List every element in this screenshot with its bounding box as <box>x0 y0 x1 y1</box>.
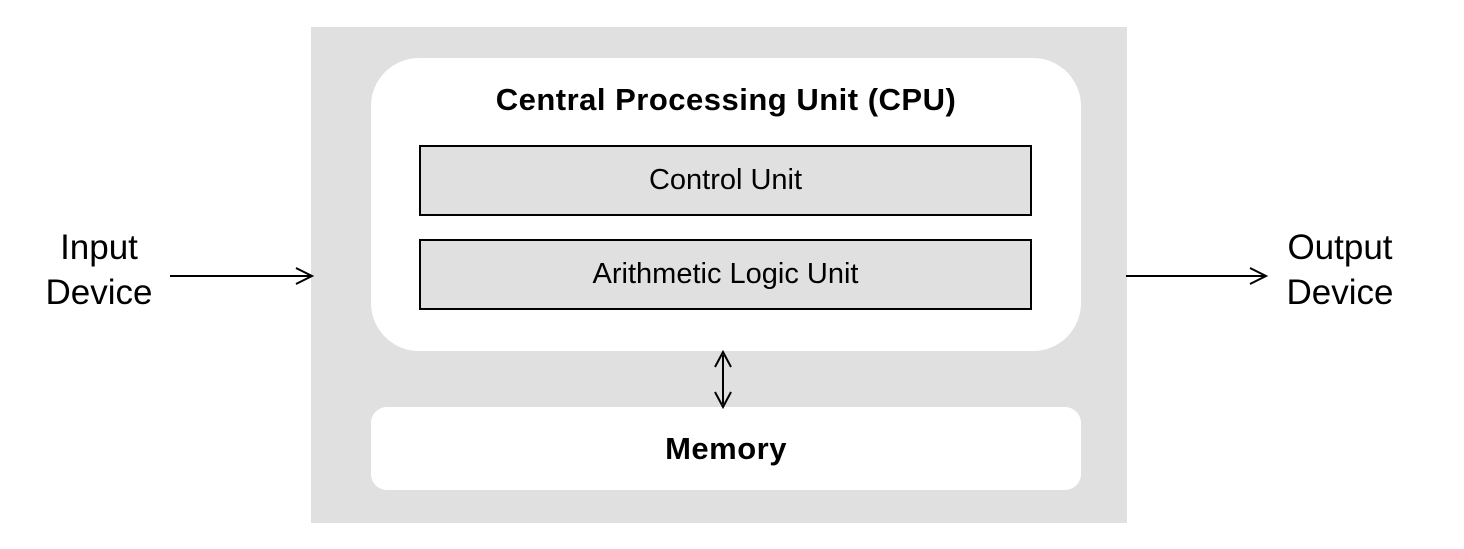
control-unit-label: Control Unit <box>648 164 803 196</box>
arithmetic-logic-unit-label: Arithmetic Logic Unit <box>592 258 859 290</box>
arithmetic-logic-unit-box: Arithmetic Logic Unit <box>419 239 1032 310</box>
cpu-title: Central Processing Unit (CPU) <box>495 82 957 117</box>
memory-label: Memory <box>665 430 787 466</box>
input-to-system-arrow <box>170 267 315 285</box>
output-device-label: Output Device <box>1286 228 1394 312</box>
input-device-label: Input Device <box>45 228 153 312</box>
memory-box: Memory <box>371 407 1081 490</box>
control-unit-box: Control Unit <box>419 145 1032 216</box>
system-to-output-arrow <box>1126 267 1269 285</box>
